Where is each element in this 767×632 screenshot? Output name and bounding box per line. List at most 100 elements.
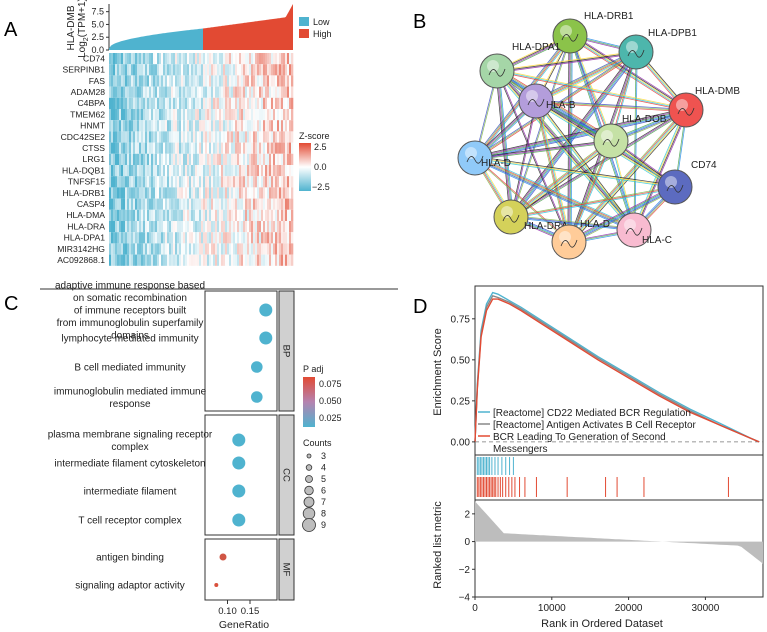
network-edge [475,157,676,187]
heatmap-cell [119,176,122,188]
heatmap-cell [215,120,218,132]
heatmap-cell [191,209,194,221]
heatmap-cell [177,209,180,221]
heatmap-cell [255,53,258,65]
heatmap-cell [249,153,252,165]
network-node[interactable] [593,123,629,159]
network-node[interactable] [616,212,652,248]
heatmap-cell [157,254,160,266]
heatmap-cell [211,165,214,177]
heatmap-cell [275,209,278,221]
heatmap-cell [141,232,144,244]
heatmap-cell [267,64,270,76]
heatmap-cell [203,64,206,76]
heatmap-cell [151,198,154,210]
heatmap-cell [149,176,152,188]
heatmap-cell [127,86,130,98]
network-edge [512,53,639,219]
heatmap-cell [173,97,176,109]
network-edge [474,157,570,243]
heatmap-cell [153,176,156,188]
heatmap-cell [165,53,168,65]
heatmap-cell [209,86,212,98]
heatmap-cell [189,86,192,98]
network-node[interactable] [668,92,704,128]
network-node[interactable] [479,53,515,89]
network-node[interactable] [493,199,529,235]
dotplot-term-label: T cell receptor complex [78,516,181,527]
heatmap-cell [225,187,228,199]
heatmap-cell [223,209,226,221]
heatmap-cell [183,176,186,188]
heatmap-cell [237,120,240,132]
heatmap-cell [271,198,274,210]
heatmap-cell [187,176,190,188]
heatmap-cell [239,165,242,177]
network-node[interactable] [552,18,588,54]
counts-legend-label: 8 [321,509,326,519]
dotplot-term-label: B cell mediated immunity [74,363,185,374]
heatmap-cell [151,75,154,87]
heatmap-cell [163,165,166,177]
heatmap-cell [157,243,160,255]
heatmap-cell [227,165,230,177]
heatmap-cell [185,53,188,65]
heatmap-cell [245,97,248,109]
padj-colorbar [303,377,315,427]
heatmap-cell [197,131,200,143]
heatmap-cell [191,86,194,98]
heatmap-cell [231,232,234,244]
network-node[interactable] [551,224,587,260]
dotplot-point [250,391,263,403]
heatmap-cell [161,86,164,98]
network-node[interactable] [657,169,693,205]
heatmap-cell [133,198,136,210]
heatmap-cell [211,86,214,98]
network-node[interactable] [457,140,493,176]
heatmap-cell [221,131,224,143]
heatmap-cell [195,142,198,154]
heatmap-cell [133,64,136,76]
heatmap-cell [201,198,204,210]
heatmap-cell [177,75,180,87]
heatmap-cell [257,131,260,143]
heatmap-cell [179,97,182,109]
heatmap-cell [145,153,148,165]
heatmap-cell [253,142,256,154]
heatmap-cell [241,153,244,165]
dotplot-term-label: from immunoglobulin superfamily [57,318,204,329]
heatmap-cell [177,131,180,143]
heatmap-cell [225,97,228,109]
heatmap-cell [165,198,168,210]
heatmap-cell [183,153,186,165]
heatmap-cell [117,176,120,188]
heatmap-cell [183,209,186,221]
heatmap-cell [121,75,124,87]
heatmap-cell [279,165,282,177]
network-node[interactable] [518,83,554,119]
heatmap-cell [207,198,210,210]
heatmap-cell [131,221,134,233]
heatmap-cell [265,142,268,154]
heatmap-cell [231,75,234,87]
heatmap-cell [123,75,126,87]
heatmap-cell [291,142,294,154]
heatmap-cell [287,165,290,177]
heatmap-cell [189,75,192,87]
heatmap-cell [149,142,152,154]
heatmap-cell [279,142,282,154]
heatmap-cell [135,165,138,177]
heatmap-cell [279,232,282,244]
heatmap-cell [201,53,204,65]
network-node[interactable] [618,34,654,70]
heatmap-cell [267,142,270,154]
heatmap-cell [257,198,260,210]
heatmap-cell [145,142,148,154]
heatmap-gene-label: ADAM28 [71,87,106,97]
heatmap-cell [195,86,198,98]
heatmap-cell [125,131,128,143]
heatmap-cell [263,64,266,76]
heatmap-cell [123,254,126,266]
heatmap-cell [239,243,242,255]
heatmap-cell [199,209,202,221]
